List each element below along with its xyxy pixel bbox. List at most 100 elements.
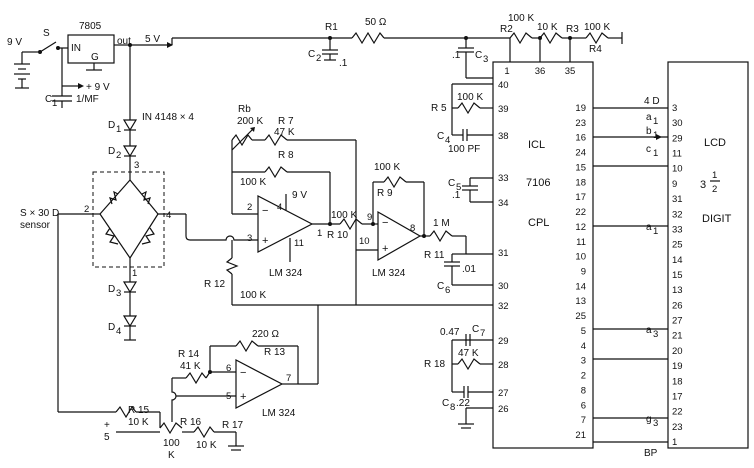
- pin-number: 4: [581, 341, 586, 352]
- capacitor-c2: C 2 .1: [308, 36, 348, 69]
- svg-text:.1: .1: [452, 190, 461, 201]
- plus-9v-label: + 9 V: [86, 82, 110, 93]
- svg-text:100 K: 100 K: [374, 162, 400, 173]
- diode-d1: D 1 IN 4148 × 4: [108, 112, 194, 135]
- switch-label: S: [43, 28, 50, 39]
- pin-number: 5: [581, 326, 586, 337]
- svg-text:+: +: [262, 235, 268, 247]
- svg-text:1: 1: [653, 116, 658, 127]
- svg-text:4: 4: [166, 210, 171, 221]
- svg-text:C: C: [437, 281, 444, 292]
- svg-text:a: a: [646, 112, 652, 123]
- svg-text:R 18: R 18: [424, 359, 446, 370]
- capacitor-c3: .1 C 3: [452, 36, 488, 78]
- svg-text:100 K: 100 K: [508, 13, 534, 24]
- pin-number: 7: [581, 415, 586, 426]
- svg-text:C: C: [437, 131, 444, 142]
- pin-number: 29: [672, 133, 683, 144]
- pin-number: 13: [575, 296, 586, 307]
- pin-number: 23: [672, 422, 683, 433]
- pin-number: 28: [498, 360, 509, 371]
- battery: 9 V: [7, 37, 30, 89]
- amp2: 100 K R 10 100 K R 9 − + 9 10 8 LM 324 1…: [327, 140, 493, 305]
- svg-text:7106: 7106: [526, 177, 550, 189]
- pin-number: 21: [672, 331, 683, 342]
- pin-number: 22: [672, 407, 683, 418]
- svg-text:b: b: [646, 126, 652, 137]
- icl-lcd-wires: 4 D a 1 b 1 c 1 a 1 a 3 g 3 BP: [593, 96, 668, 459]
- svg-text:−: −: [382, 217, 388, 229]
- svg-text:.1: .1: [452, 50, 461, 61]
- svg-text:−: −: [240, 367, 246, 379]
- svg-text:CPL: CPL: [528, 217, 549, 229]
- diode-d2: D 2: [108, 145, 138, 161]
- svg-text:K: K: [168, 450, 175, 461]
- pin-number: 16: [575, 133, 586, 144]
- regulator-name: 7805: [79, 21, 102, 32]
- svg-text:1 M: 1 M: [433, 218, 450, 229]
- svg-text:41 K: 41 K: [180, 361, 201, 372]
- svg-text:C: C: [475, 50, 482, 61]
- svg-text:100 K: 100 K: [240, 177, 266, 188]
- svg-text:2: 2: [247, 202, 252, 213]
- svg-text:100 K: 100 K: [457, 92, 483, 103]
- pin-number: 2: [581, 371, 586, 382]
- svg-text:R 12: R 12: [204, 279, 226, 290]
- svg-text:R4: R4: [589, 44, 602, 55]
- svg-text:Rb: Rb: [238, 104, 251, 115]
- svg-text:0.47: 0.47: [440, 327, 460, 338]
- svg-text:.1: .1: [339, 58, 348, 69]
- svg-text:C: C: [442, 398, 449, 409]
- pin-number: 31: [672, 194, 683, 205]
- svg-text:R 16: R 16: [180, 417, 202, 428]
- svg-text:6: 6: [226, 363, 231, 374]
- pin-number: 11: [576, 237, 586, 248]
- svg-text:9: 9: [367, 212, 372, 223]
- svg-text:5: 5: [456, 182, 461, 193]
- capacitor-c1: C 1 1/MF: [45, 94, 99, 109]
- svg-text:47 K: 47 K: [458, 348, 479, 359]
- pin-number: 23: [575, 118, 586, 129]
- svg-text:7: 7: [286, 373, 291, 384]
- pin-number: 25: [575, 311, 586, 322]
- pin-number: 10: [575, 252, 586, 263]
- svg-text:6: 6: [445, 285, 450, 296]
- pin-number: 9: [672, 179, 677, 190]
- pin-number: 29: [498, 336, 509, 347]
- pin-number: 33: [498, 173, 509, 184]
- svg-text:1: 1: [132, 268, 137, 279]
- svg-text:10 K: 10 K: [537, 22, 558, 33]
- svg-text:100 K: 100 K: [584, 22, 610, 33]
- svg-text:R 7: R 7: [278, 116, 294, 127]
- pin-number: 25: [672, 240, 683, 251]
- svg-text:a: a: [646, 325, 652, 336]
- pin-number: 1: [672, 437, 677, 448]
- pin-number: 35: [565, 66, 576, 77]
- pin-number: 24: [575, 148, 586, 159]
- pin-number: 18: [672, 376, 683, 387]
- amp3-name: LM 324: [262, 408, 296, 419]
- svg-text:C: C: [45, 94, 52, 105]
- pin-number: 30: [672, 118, 683, 129]
- amp3: 220 Ω R 13 − + 6 5 7 LM 324 R 14 41 K R …: [58, 305, 319, 461]
- switch: S: [38, 28, 60, 54]
- regulator-7805: 7805 IN G: [67, 21, 115, 71]
- pin-number: 21: [575, 430, 586, 441]
- diode-d3: D 3: [108, 281, 138, 299]
- sensor-bridge: 3 2 4 1 S × 30 D sensor: [20, 160, 171, 279]
- pin-number: 20: [672, 346, 683, 357]
- pin-number: 26: [672, 300, 683, 311]
- pin-number: 31: [498, 248, 509, 259]
- svg-text:1: 1: [116, 124, 121, 135]
- svg-text:3: 3: [653, 329, 658, 340]
- svg-text:D: D: [108, 146, 115, 157]
- svg-text:10 K: 10 K: [196, 440, 217, 451]
- pin-number: 3: [672, 103, 677, 114]
- svg-text:c: c: [646, 144, 651, 155]
- diode-type-label: IN 4148 × 4: [142, 112, 194, 123]
- svg-text:3: 3: [116, 288, 121, 299]
- lcd-pins: 3302911109313233251415132627212019181722…: [672, 103, 683, 448]
- pin-number: 14: [672, 255, 683, 266]
- pin-number: 34: [498, 198, 509, 209]
